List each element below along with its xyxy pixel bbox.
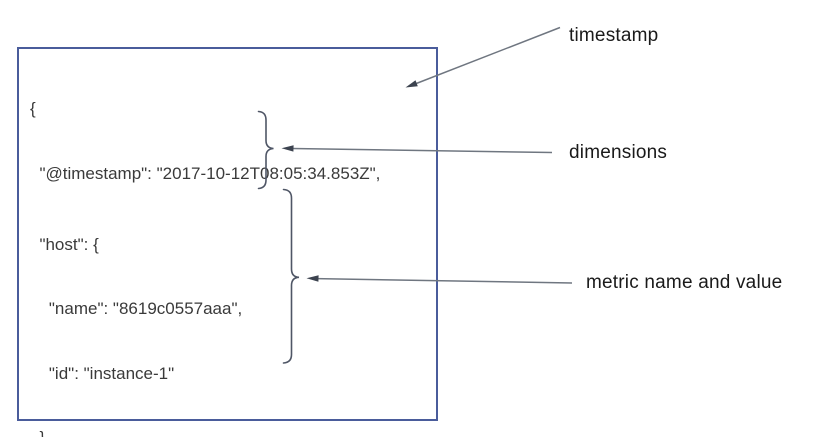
json-document-box: { "@timestamp": "2017-10-12T08:05:34.853… xyxy=(17,47,438,437)
timestamp-label: timestamp xyxy=(569,25,659,46)
json-line-root-open: { xyxy=(30,99,36,118)
json-line-host-close: }, xyxy=(30,427,436,437)
json-line-host-name: "name": "8619c0557aaa", xyxy=(30,299,243,318)
dimensions-label: dimensions xyxy=(569,142,668,163)
json-document: { "@timestamp": "2017-10-12T08:05:34.853… xyxy=(19,49,436,437)
json-line-host-id: "id": "instance-1" xyxy=(30,363,175,383)
json-line-host-open: "host": { xyxy=(30,234,99,254)
json-line-timestamp: "@timestamp": "2017-10-12T08:05:34.853Z"… xyxy=(30,163,381,183)
metric-name-value-label: metric name and value xyxy=(586,272,783,293)
